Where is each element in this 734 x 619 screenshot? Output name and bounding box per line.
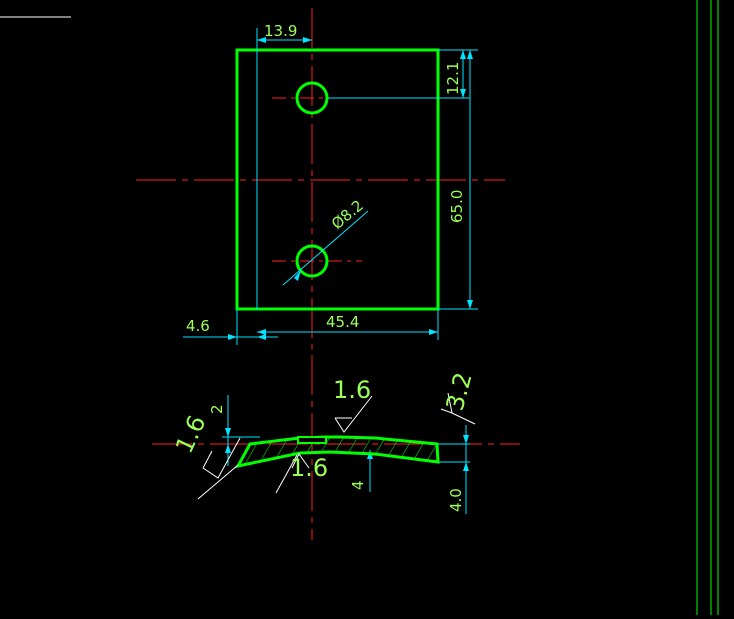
- roughness-right[interactable]: 3.2: [441, 369, 478, 413]
- dim-section-thickness-mid[interactable]: 4: [349, 480, 367, 490]
- dim-height[interactable]: 65.0: [448, 190, 466, 223]
- roughness-texts: 1.6 1.6 1.6 3.2: [170, 369, 478, 482]
- dimension-lines: [183, 28, 478, 514]
- roughness-left[interactable]: 1.6: [170, 411, 212, 457]
- section-profile[interactable]: [235, 435, 440, 469]
- roughness-top[interactable]: 1.6: [333, 376, 371, 404]
- bottom-hole[interactable]: [295, 244, 329, 278]
- section-view[interactable]: [235, 435, 440, 469]
- dim-section-thickness-right[interactable]: 4.0: [447, 488, 465, 512]
- dim-hole-diameter[interactable]: Ø8.2: [328, 196, 367, 233]
- dim-width[interactable]: 45.4: [326, 313, 359, 331]
- dim-left-offset[interactable]: 4.6: [186, 317, 210, 335]
- section-notch: [297, 436, 327, 444]
- dim-hole-offset[interactable]: 12.1: [444, 62, 462, 95]
- drawing-frame: [696, 0, 719, 615]
- dim-top-offset[interactable]: 13.9: [264, 22, 297, 40]
- roughness-symbols: [197, 392, 476, 500]
- roughness-bottom[interactable]: 1.6: [290, 454, 328, 482]
- dim-section-small-left[interactable]: 2: [208, 404, 226, 414]
- top-hole[interactable]: [295, 81, 329, 115]
- plate-outline[interactable]: [235, 48, 440, 311]
- dimension-texts: 13.9 12.1 65.0 Ø8.2 45.4 4.6 4.0 4 2: [186, 22, 466, 512]
